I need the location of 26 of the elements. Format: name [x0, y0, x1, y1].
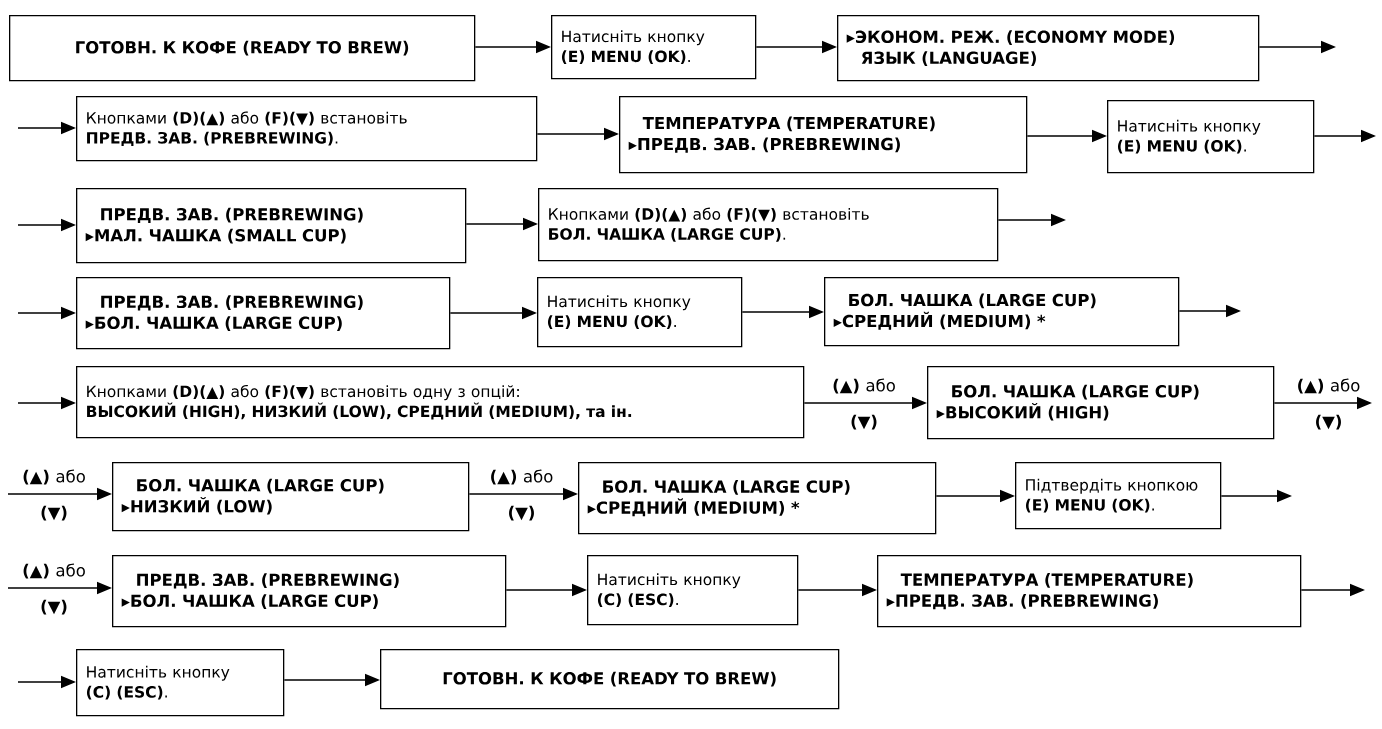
edge-label: (▲) або (▼) — [23, 469, 85, 521]
instruction-box: Натисніть кнопку (E) MENU (OK). — [551, 15, 757, 80]
instruction-box: Натисніть кнопку (C) (ESC). — [587, 555, 799, 626]
display-box: ПРЕДВ. ЗАВ. (PREBREWING) ▸БОЛ. ЧАШКА (LARGE CUP) — [112, 555, 507, 628]
display-box: ▸ЭКОНОМ. РЕЖ. (ECONOMY MODE) ЯЗЫК (LANGUAGE) — [837, 15, 1260, 82]
display-box: БОЛ. ЧАШКА (LARGE CUP) ▸ВЫСОКИЙ (HIGH) — [927, 366, 1275, 440]
instruction-box: Кнопками (D)(▲) або (F)(▼) встановіть ПРЕДВ. ЗАВ. (PREBREWING). — [76, 96, 538, 162]
display-box: ГОТОВН. К КОФЕ (READY TO BREW) — [380, 649, 840, 710]
display-box: ПРЕДВ. ЗАВ. (PREBREWING) ▸БОЛ. ЧАШКА (LARGE CUP) — [76, 277, 451, 350]
edge-label: (▲) або (▼) — [23, 563, 85, 615]
instruction-box: Кнопками (D)(▲) або (F)(▼) встановіть БОЛ. ЧАШКА (LARGE CUP). — [538, 188, 999, 262]
display-box: БОЛ. ЧАШКА (LARGE CUP) ▸НИЗКИЙ (LOW) — [112, 462, 470, 532]
display-box: ГОТОВН. К КОФЕ (READY TO BREW) — [9, 15, 476, 82]
instruction-box: Натисніть кнопку (E) MENU (OK). — [537, 277, 743, 348]
instruction-box: Підтвердіть кнопкою (E) MENU (OK). — [1015, 462, 1222, 530]
instruction-box: Натисніть кнопку (C) (ESC). — [76, 649, 285, 717]
display-box: ТЕМПЕРАТУРА (TEMPERATURE) ▸ПРЕДВ. ЗАВ. (PREBREWING) — [619, 96, 1028, 174]
edge-label: (▲) або (▼) — [491, 469, 553, 521]
edge-label: (▲) або (▼) — [833, 378, 895, 430]
instruction-box: Натисніть кнопку (E) MENU (OK). — [1107, 100, 1315, 174]
display-box: БОЛ. ЧАШКА (LARGE CUP) ▸СРЕДНИЙ (MEDIUM) * — [578, 462, 937, 535]
display-box: ТЕМПЕРАТУРА (TEMPERATURE) ▸ПРЕДВ. ЗАВ. (PREBREWING) — [877, 555, 1302, 628]
edge-label: (▲) або (▼) — [1298, 378, 1360, 430]
display-box: ПРЕДВ. ЗАВ. (PREBREWING) ▸МАЛ. ЧАШКА (SMALL CUP) — [76, 188, 467, 264]
display-box: БОЛ. ЧАШКА (LARGE CUP) ▸СРЕДНИЙ (MEDIUM) * — [824, 277, 1180, 347]
instruction-box: Кнопками (D)(▲) або (F)(▼) встановіть одну з опцій: ВЫСОКИЙ (HIGH), НИЗКИЙ (LOW), СРЕДНИЙ (MEDIUM), та ін. — [76, 366, 805, 439]
